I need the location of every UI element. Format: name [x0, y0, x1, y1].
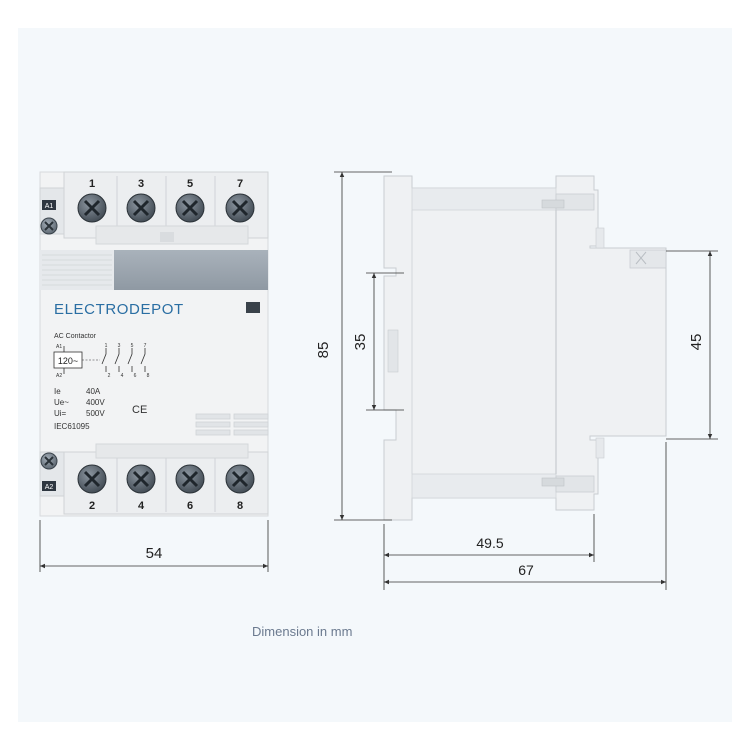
a1-badge: [42, 200, 56, 210]
ce-mark: CE: [132, 404, 147, 416]
terminal-1-label: 1: [89, 178, 95, 190]
width-dimension-label: 54: [146, 545, 163, 562]
side-body: [383, 175, 667, 521]
screw-terminal-2: [77, 464, 107, 494]
screw-terminal-6: [175, 464, 205, 494]
brand-name: ELECTRODEPOT: [54, 301, 184, 318]
inner-depth-dimension-label: 49.5: [476, 535, 503, 551]
front-view: 1 3 5 7 A1: [39, 171, 269, 517]
product-name: AC Contactor: [54, 333, 97, 340]
wiring-2: 2: [108, 373, 111, 379]
side-top-rail: [411, 187, 557, 211]
bottom-clip: [95, 443, 249, 459]
screw-terminal-5: [175, 193, 205, 223]
a1-badge-label: A1: [45, 203, 54, 210]
spec-ue-key: Ue~: [54, 398, 69, 407]
screw-terminal-3: [126, 193, 156, 223]
terminal-2-label: 2: [89, 500, 95, 512]
terminal-6-label: 6: [187, 500, 193, 512]
caption: Dimension in mm: [252, 624, 353, 639]
spec-ui-value: 500V: [86, 409, 105, 418]
wiring-a2: A2: [56, 373, 62, 379]
screw-terminal-4: [126, 464, 156, 494]
spec-ie-value: 40A: [86, 387, 101, 396]
terminal-5-label: 5: [187, 178, 193, 190]
wiring-3: 3: [118, 343, 121, 349]
screw-coil-a1: [40, 217, 58, 235]
wiring-7: 7: [144, 343, 147, 349]
height-dimension: 85: [315, 171, 392, 521]
terminal-3-label: 3: [138, 178, 144, 190]
rail-dimension: 35: [352, 272, 404, 411]
terminal-8-label: 8: [237, 500, 243, 512]
side-view: [383, 175, 667, 521]
a2-badge-label: A2: [45, 484, 54, 491]
top-screws: [40, 193, 255, 235]
bottom-screws: [40, 452, 255, 494]
terminal-7-label: 7: [237, 178, 243, 190]
vent-grille-lines: [42, 254, 112, 286]
top-clip-notch: [160, 232, 174, 242]
spec-ue-value: 400V: [86, 398, 105, 407]
screw-coil-a2: [40, 452, 58, 470]
a2-badge: [42, 481, 56, 491]
din-clip: [387, 329, 399, 373]
specs: Ie 40A Ue~ 400V Ui= 500V CE IEC61095: [54, 387, 147, 431]
side-bottom-rail: [411, 473, 557, 499]
height-dimension-label: 85: [315, 342, 332, 359]
screw-terminal-1: [77, 193, 107, 223]
wiring-5: 5: [131, 343, 134, 349]
status-indicator: [246, 302, 260, 313]
wiring-1: 1: [105, 343, 108, 349]
inner-depth-dimension: 49.5: [383, 514, 595, 590]
total-depth-dimension-label: 67: [518, 562, 534, 578]
total-depth-dimension: 67: [384, 442, 667, 590]
screw-terminal-7: [225, 193, 255, 223]
spec-ui-key: Ui=: [54, 409, 67, 418]
coil-voltage: 120~: [58, 356, 78, 366]
front-height-dimension-label: 45: [688, 334, 705, 351]
standard: IEC61095: [54, 422, 90, 431]
wiring-8: 8: [147, 373, 150, 379]
wiring-a1: A1: [56, 344, 62, 350]
vent-slots: [195, 413, 269, 436]
front-height-dimension: 45: [666, 250, 718, 440]
wiring-6: 6: [134, 373, 137, 379]
terminal-4-label: 4: [138, 500, 145, 512]
front-cap-top: [629, 249, 667, 269]
screw-terminal-8: [225, 464, 255, 494]
wiring-diagram: A1 A2 120~ 1 3 5 7 2 4 6: [53, 343, 150, 379]
rail-dimension-label: 35: [352, 334, 369, 351]
width-dimension: 54: [39, 520, 269, 572]
spec-ie-key: Ie: [54, 387, 61, 396]
wiring-4: 4: [121, 373, 124, 379]
label-band: [114, 250, 268, 290]
